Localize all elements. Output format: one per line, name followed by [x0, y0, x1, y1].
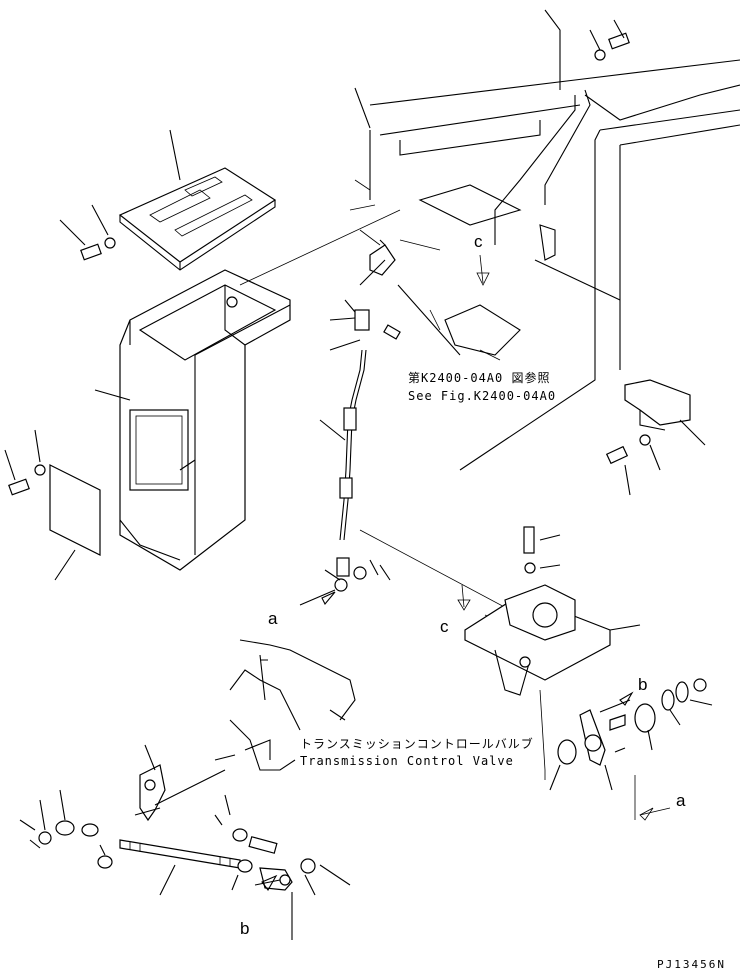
- callout-a-right: a: [676, 791, 686, 810]
- transmission-valve: [229, 639, 356, 771]
- callout-a-left: a: [268, 609, 278, 628]
- figure-reference-en: See Fig.K2400-04A0: [408, 389, 556, 403]
- console-box: [94, 269, 291, 571]
- callout-b-right: b: [638, 675, 647, 694]
- side-cover-plate: [4, 429, 101, 581]
- leader-lines: [239, 209, 671, 821]
- frame-structure: [349, 9, 740, 471]
- lower-left-linkage: [19, 744, 351, 940]
- control-cable: [299, 239, 461, 606]
- callout-c-top: c: [474, 232, 483, 251]
- drawing-code: PJ13456N: [657, 958, 726, 971]
- valve-label-en: Transmission Control Valve: [300, 754, 514, 768]
- bracket-right: [605, 379, 706, 496]
- figure-reference-jp: 第K2400-04A0 図参照: [408, 370, 550, 385]
- callout-c-middle: c: [440, 617, 449, 636]
- bolt-washer-top-right: [589, 19, 630, 61]
- top-cover-plate: [59, 129, 277, 271]
- lower-right-linkage: [549, 678, 713, 791]
- mount-bracket: [464, 526, 641, 696]
- callout-b-bottom: b: [240, 919, 249, 938]
- valve-label-jp: トランスミッションコントロールバルブ: [300, 736, 534, 751]
